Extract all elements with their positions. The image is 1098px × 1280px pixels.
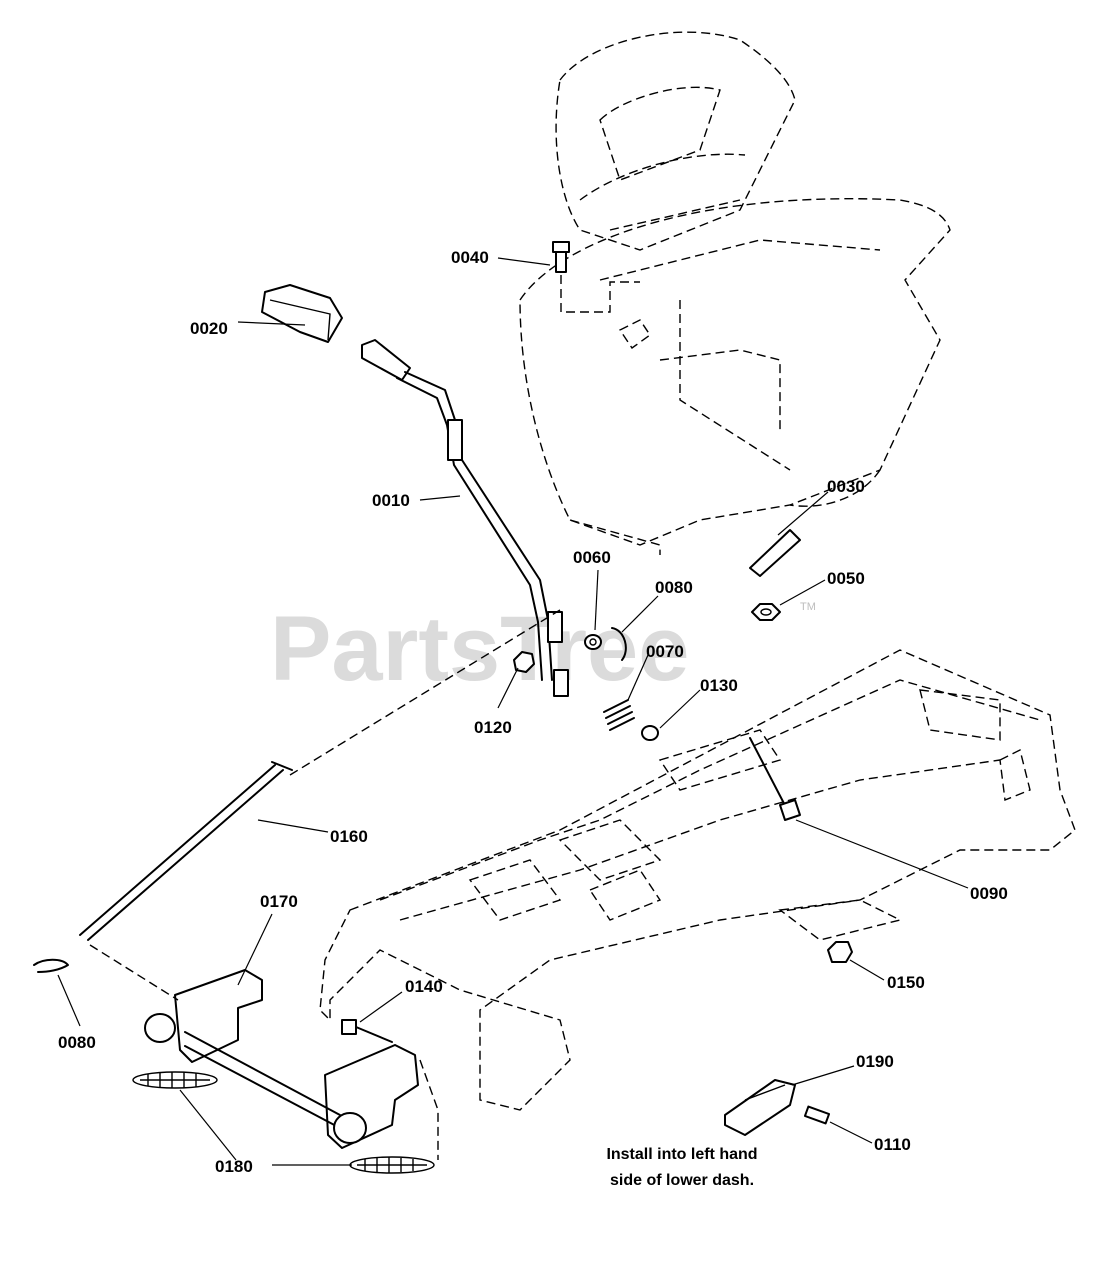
nut-0050: [751, 603, 781, 621]
leader-lines: [57, 257, 969, 1166]
label-0020: 0020: [190, 319, 228, 338]
tractor-frame: [319, 649, 1076, 1111]
part-labels: 0020 0040 0010 0030 0050 0060 0080 0070 …: [58, 248, 1008, 1176]
nut-0150: [827, 941, 853, 963]
watermark-trademark: TM: [800, 601, 816, 613]
label-0040: 0040: [451, 248, 489, 267]
dash-console: [519, 31, 951, 555]
label-0030: 0030: [827, 477, 865, 496]
nut-0120: [513, 651, 535, 673]
label-0160: 0160: [330, 827, 368, 846]
label-0090: 0090: [970, 884, 1008, 903]
label-0070: 0070: [646, 642, 684, 661]
washer-0060: [584, 634, 602, 650]
shift-rod-0160: [79, 609, 561, 941]
label-0110: 0110: [874, 1135, 911, 1154]
hairpin-0080: [611, 627, 627, 661]
label-0050: 0050: [827, 569, 865, 588]
label-0140: 0140: [405, 977, 443, 996]
label-0060: 0060: [573, 548, 611, 567]
shift-lever-0010: [361, 339, 569, 697]
springs-0180: [132, 1071, 435, 1174]
hairpin-0080-lower: [33, 958, 69, 973]
bolt-0040: [552, 241, 640, 313]
bracket-0030: [749, 529, 801, 577]
watermark-brand: PartsTree: [270, 598, 689, 700]
label-0190: 0190: [856, 1052, 894, 1071]
label-0130: 0130: [700, 676, 738, 695]
label-0080-upper: 0080: [655, 578, 693, 597]
shift-arm-0170: [89, 944, 439, 1160]
install-note-line-1: Install into left hand: [606, 1146, 757, 1163]
clip-0190: [724, 1079, 796, 1136]
label-0010: 0010: [372, 491, 410, 510]
label-0080-lower: 0080: [58, 1033, 96, 1052]
label-0170: 0170: [260, 892, 298, 911]
label-0150: 0150: [887, 973, 925, 992]
screw-0110: [803, 1105, 831, 1125]
install-note: Install into left hand side of lower das…: [606, 1146, 757, 1189]
spring-0070: [603, 699, 635, 731]
washer-0130: [641, 725, 659, 741]
label-0120: 0120: [474, 718, 512, 737]
shift-knob-0020: [261, 284, 343, 343]
label-0180: 0180: [215, 1157, 253, 1176]
watermark: PartsTree TM: [270, 598, 816, 700]
bolt-0140: [341, 1019, 393, 1043]
bolt-0090: [749, 737, 801, 821]
install-note-line-2: side of lower dash.: [610, 1172, 754, 1189]
